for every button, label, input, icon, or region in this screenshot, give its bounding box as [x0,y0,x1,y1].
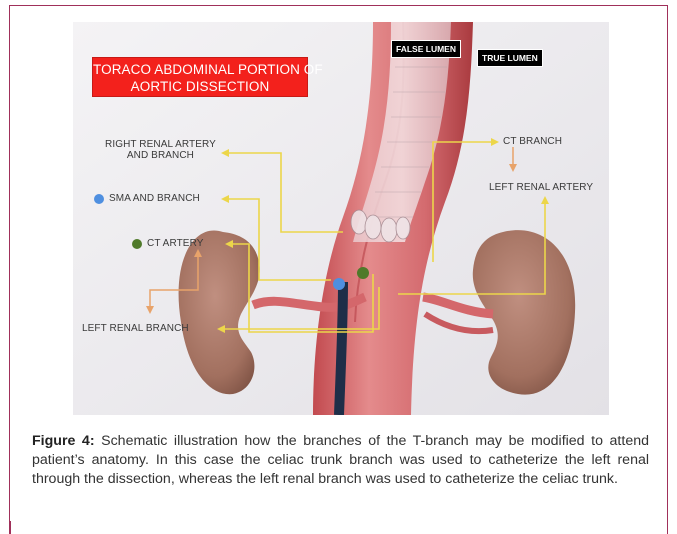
sma-marker [333,278,345,290]
true-lumen-label: TRUE LUMEN [477,49,543,67]
figure-caption: Figure 4: Schematic illustration how the… [32,432,649,489]
figure-title-line1: TORACO ABDOMINAL PORTION OF [93,61,307,78]
sma-label: SMA AND BRANCH [109,193,200,204]
left-renal-branch-label: LEFT RENAL BRANCH [82,323,189,334]
right-renal-line1: RIGHT RENAL ARTERY [105,139,216,150]
sma-legend-dot [94,194,104,204]
ct-marker [357,267,369,279]
caption-text: Schematic illustration how the branches … [32,433,649,487]
right-renal-line2: AND BRANCH [105,150,216,161]
figure-title: TORACO ABDOMINAL PORTION OF AORTIC DISSE… [92,57,308,97]
ct-legend-dot [132,239,142,249]
panel-border-tick [9,521,11,534]
caption-label: Figure 4: [32,433,95,449]
ct-artery-label: CT ARTERY [147,238,203,249]
aortic-dissection-illustration: TORACO ABDOMINAL PORTION OF AORTIC DISSE… [73,22,609,415]
ct-branch-label: CT BRANCH [503,136,562,147]
false-lumen-label: FALSE LUMEN [391,40,461,58]
figure-title-line2: AORTIC DISSECTION [93,78,307,95]
right-renal-artery-label: RIGHT RENAL ARTERY AND BRANCH [105,139,216,161]
left-renal-artery-label: LEFT RENAL ARTERY [489,182,593,193]
